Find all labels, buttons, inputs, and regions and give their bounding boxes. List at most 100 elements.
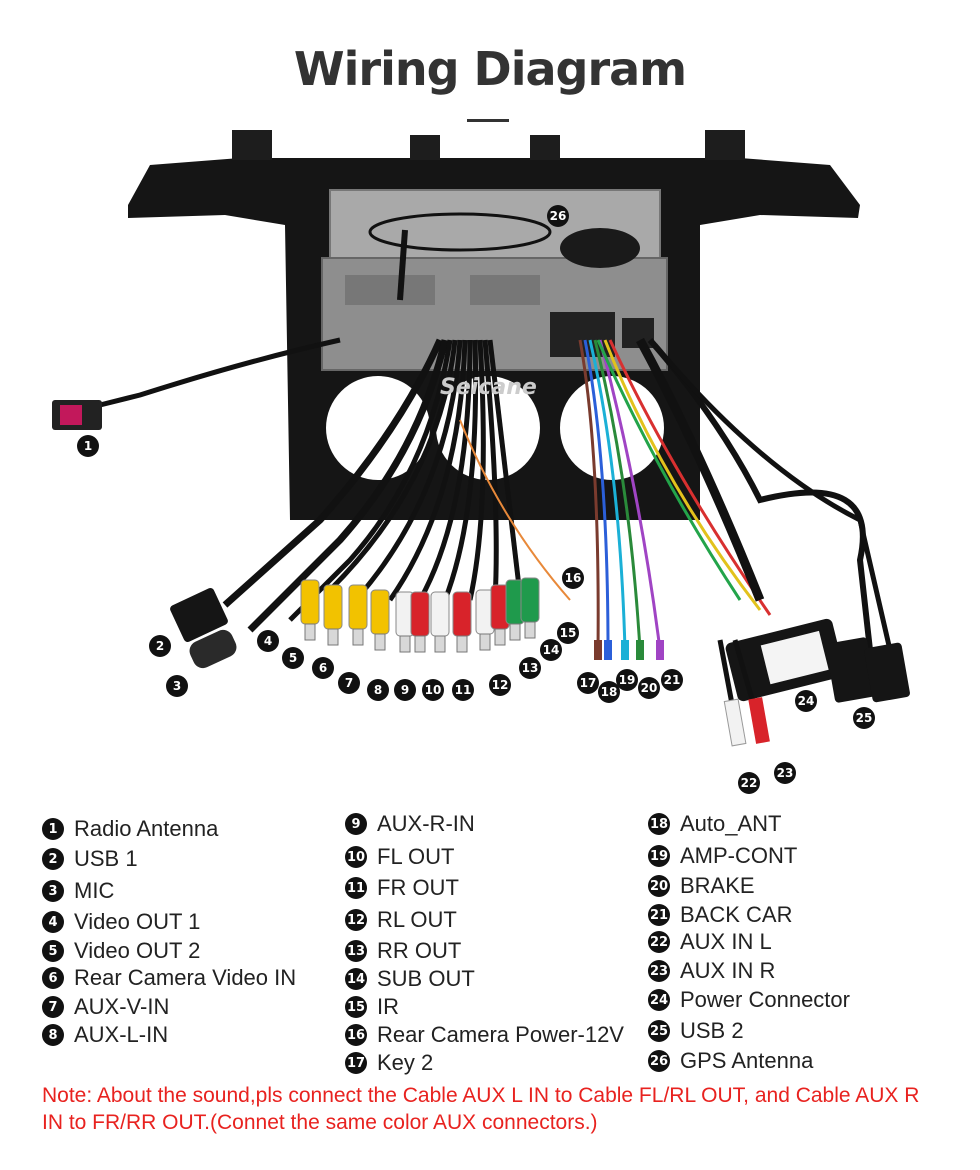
diagram-number-badge-label: 7 (345, 676, 353, 690)
rca-connector (410, 591, 430, 637)
wire-amp-cont (588, 339, 627, 651)
diagram-number-badge-label: 4 (264, 634, 272, 648)
diagram-number-badge-label: 3 (173, 679, 181, 693)
legend-number-badge: 5 (42, 940, 64, 962)
legend-label: FR OUT (377, 875, 459, 900)
harness-cable (487, 339, 523, 596)
legend-number-badge: 25 (648, 1020, 670, 1042)
wire-back-car (598, 339, 662, 651)
legend-number-badge: 10 (345, 846, 367, 868)
harness-cable (247, 339, 449, 633)
legend-number-badge: 17 (345, 1052, 367, 1074)
diagram-number-badge: 9 (394, 679, 416, 701)
legend-label: USB 2 (680, 1018, 744, 1043)
legend-number-badge: 2 (42, 848, 64, 870)
gps-antenna-puck (560, 228, 640, 268)
diagram-number-badge: 23 (774, 762, 796, 784)
wire-brake (593, 339, 642, 651)
rca-connector (348, 584, 368, 630)
legend-number-badge: 26 (648, 1050, 670, 1072)
chassis-vent-slot (345, 275, 435, 305)
rca-connector-tip (304, 623, 316, 641)
watermark: Seicane (440, 375, 537, 400)
harness-cable (387, 339, 468, 602)
legend-number-badge: 15 (345, 996, 367, 1018)
diagram-number-badge: 19 (616, 669, 638, 691)
legend-number-badge: 7 (42, 996, 64, 1018)
diagram-number-badge-label: 15 (560, 626, 577, 640)
legend-label: BRAKE (680, 873, 755, 898)
legend-label: RR OUT (377, 938, 462, 963)
harness-cable (328, 339, 458, 592)
legend-label: AUX-R-IN (377, 811, 475, 836)
pin-back-car (656, 640, 664, 660)
page-title: Wiring Diagram (293, 42, 687, 96)
connection-note: Note: About the sound,pls connect the Ca… (42, 1084, 920, 1134)
diagram-number-badge: 18 (598, 681, 620, 703)
chassis-vent-slot (470, 275, 540, 305)
diagram-number-badge-label: 5 (289, 651, 297, 665)
wire-power-red (608, 339, 772, 616)
legend-number-badge: 12 (345, 909, 367, 931)
diagram-number-badge: 1 (77, 435, 99, 457)
legend-label: RL OUT (377, 907, 457, 932)
diagram-number-badge-label: 17 (580, 676, 597, 690)
legend-item: 25 USB 2 (648, 1018, 744, 1044)
legend-label: MIC (74, 878, 115, 903)
legend-number-badge: 19 (648, 845, 670, 867)
legend-number-badge: 20 (648, 875, 670, 897)
legend-number-badge: 1 (42, 818, 64, 840)
diagram-number-badge-label: 16 (565, 571, 582, 585)
diagram-number-badge: 14 (540, 639, 562, 661)
diagram-number-badge: 25 (853, 707, 875, 729)
diagram-number-badge: 26 (547, 205, 569, 227)
rca-connector (452, 591, 472, 637)
power-connector-label (760, 630, 829, 685)
harness-cable (358, 339, 463, 597)
vent-opening (560, 376, 664, 480)
radio-antenna-cable (99, 337, 341, 408)
diagram-number-badge-label: 2 (156, 639, 164, 653)
legend-item: 1 Radio Antenna (42, 816, 218, 842)
pin-key2 (594, 640, 602, 660)
rca-connector-tip (456, 635, 468, 653)
diagram-number-badge-label: 13 (522, 661, 539, 675)
aux-in-r-plug (748, 697, 770, 744)
diagram-number-badge: 16 (562, 567, 584, 589)
rca-connector-tip (399, 635, 411, 653)
legend-label: Power Connector (680, 987, 850, 1012)
rca-connector-tip (494, 628, 506, 646)
diagram-number-badge: 7 (338, 672, 360, 694)
legend-number-badge: 8 (42, 1024, 64, 1046)
harness-cable (417, 339, 473, 602)
power-cable (636, 337, 765, 602)
legend-number-badge: 24 (648, 989, 670, 1011)
diagram-number-badge: 3 (166, 675, 188, 697)
harness-cable (442, 339, 479, 601)
legend-label: AUX-V-IN (74, 994, 170, 1019)
legend-number-badge: 14 (345, 968, 367, 990)
usb2-plug (864, 642, 910, 703)
rca-connector (370, 589, 390, 635)
legend-item: 12 RL OUT (345, 907, 457, 933)
legend-number-badge: 4 (42, 911, 64, 933)
wire-auto-ant (583, 339, 610, 651)
legend-label: Radio Antenna (74, 816, 219, 841)
diagram-number-badge-label: 10 (425, 683, 442, 697)
panel-mount-tab (232, 130, 272, 160)
pin-brake (636, 640, 644, 660)
harness-cable (482, 339, 499, 601)
diagram-number-badge-label: 1 (84, 439, 92, 453)
